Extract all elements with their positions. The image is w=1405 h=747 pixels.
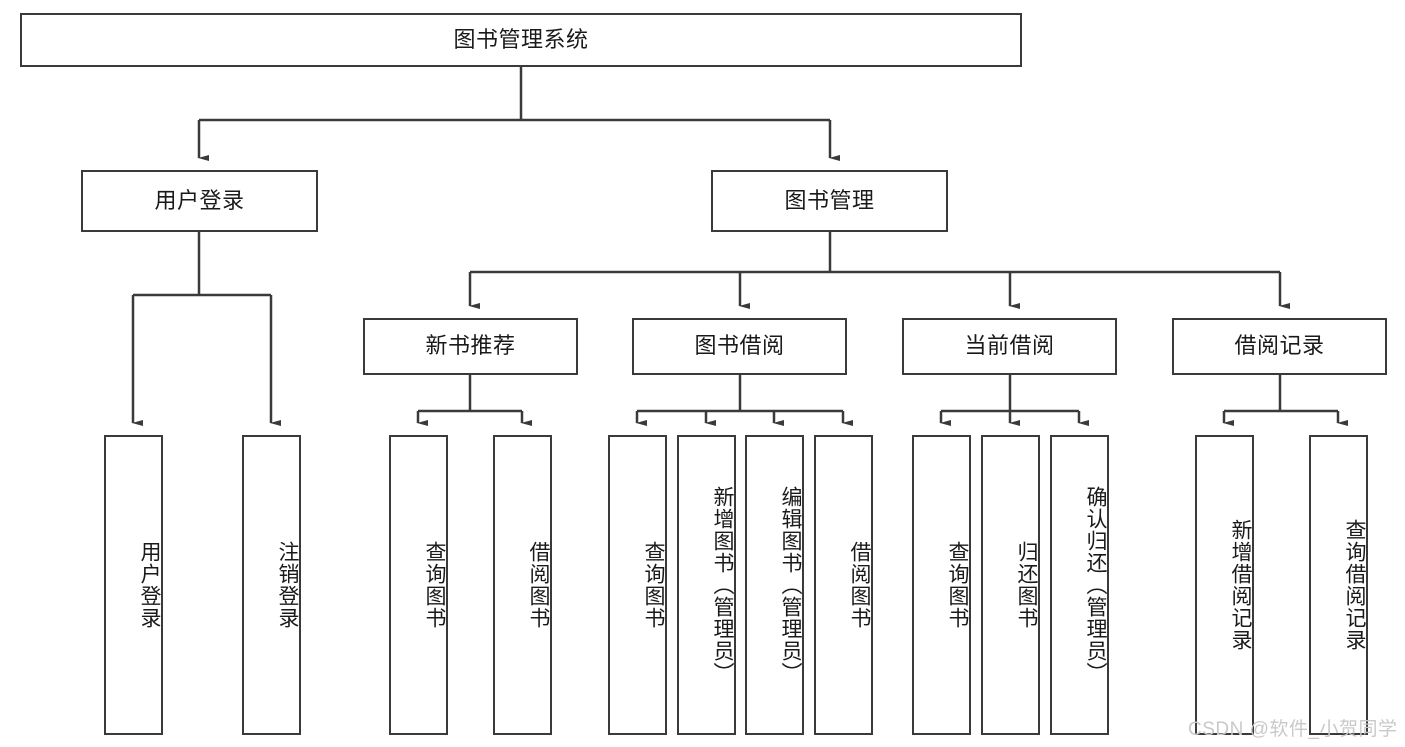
leaf-current-borrow-confirm-return[interactable]: 确认归还（管理员） [1050,435,1109,735]
node-book-management[interactable]: 图书管理 [711,170,948,232]
leaf-current-borrow-query[interactable]: 查询图书 [912,435,971,735]
node-label: 借阅图书 [527,541,550,629]
node-label: 确认归还（管理员） [1084,486,1107,684]
leaf-borrow-record-add[interactable]: 新增借阅记录 [1195,435,1254,735]
node-label: 新增图书（管理员） [711,486,734,684]
node-root-system[interactable]: 图书管理系统 [20,13,1022,67]
leaf-book-borrow-edit[interactable]: 编辑图书（管理员） [745,435,804,735]
node-label: 查询借阅记录 [1343,519,1366,651]
node-new-book-recommend[interactable]: 新书推荐 [363,318,578,375]
leaf-user-login-logout[interactable]: 注销登录 [242,435,301,735]
node-label: 图书借阅 [694,333,785,359]
leaf-current-borrow-return[interactable]: 归还图书 [981,435,1040,735]
node-label: 借阅记录 [1234,333,1325,359]
node-label: 查询图书 [642,541,665,629]
node-label: 注销登录 [276,541,299,629]
leaf-new-book-borrow[interactable]: 借阅图书 [493,435,552,735]
node-borrow-record[interactable]: 借阅记录 [1172,318,1387,375]
node-label: 图书管理系统 [453,26,589,52]
node-label: 编辑图书（管理员） [779,486,802,684]
node-label: 查询图书 [946,541,969,629]
leaf-book-borrow-borrow[interactable]: 借阅图书 [814,435,873,735]
leaf-book-borrow-query[interactable]: 查询图书 [608,435,667,735]
csdn-watermark: CSDN @软件_小贺同学 [1188,719,1398,740]
node-label: 用户登录 [138,541,161,629]
leaf-borrow-record-query[interactable]: 查询借阅记录 [1309,435,1368,735]
node-label: 图书管理 [784,187,875,213]
node-book-borrow[interactable]: 图书借阅 [632,318,847,375]
node-user-login[interactable]: 用户登录 [81,170,318,232]
node-label: 查询图书 [423,541,446,629]
leaf-user-login-login[interactable]: 用户登录 [104,435,163,735]
node-label: 借阅图书 [848,541,871,629]
node-label: 新增借阅记录 [1229,519,1252,651]
node-label: 当前借阅 [964,333,1055,359]
node-label: 用户登录 [154,187,245,213]
node-current-borrow[interactable]: 当前借阅 [902,318,1117,375]
node-label: 归还图书 [1015,541,1038,629]
leaf-book-borrow-add[interactable]: 新增图书（管理员） [677,435,736,735]
node-label: 新书推荐 [425,333,516,359]
leaf-new-book-query[interactable]: 查询图书 [389,435,448,735]
